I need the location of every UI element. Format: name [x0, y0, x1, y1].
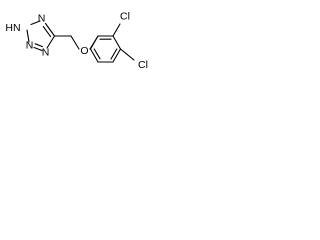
bond-ar-cl-para — [119, 48, 135, 61]
tetrazole-ring — [26, 20, 56, 52]
bond-n3-n4-double — [34, 43, 44, 48]
bond-ar-3-4-double — [110, 48, 118, 60]
atom-n4: N — [42, 47, 50, 59]
atom-chlorine-para: Cl — [138, 59, 148, 71]
bond-ar-3-4 — [112, 48, 122, 63]
atom-n3: N — [26, 40, 34, 52]
bond-ar-5-6-double — [93, 48, 101, 60]
bond-n-top-c5 — [44, 22, 56, 37]
bond-n-top-nh — [30, 20, 41, 26]
bond-n3-n4 — [33, 46, 43, 52]
bond-ch2-o — [70, 35, 80, 50]
chemical-structure: N HN N N O Cl Cl — [5, 11, 148, 72]
atom-nh: HN — [5, 22, 20, 34]
bond-ar-6-1 — [89, 35, 99, 50]
bond-n4-c5 — [46, 35, 56, 49]
bond-n-top-c5-double — [42, 26, 52, 38]
bond-ar-2-3 — [112, 35, 122, 50]
atom-n-top: N — [38, 13, 46, 25]
benzene-ring — [89, 35, 122, 63]
atom-oxygen: O — [80, 45, 88, 57]
bond-ar-5-6 — [89, 48, 99, 63]
bond-nh-n3 — [26, 29, 30, 43]
bond-ar-cl-ortho — [112, 23, 121, 37]
atom-chlorine-ortho: Cl — [120, 11, 130, 23]
